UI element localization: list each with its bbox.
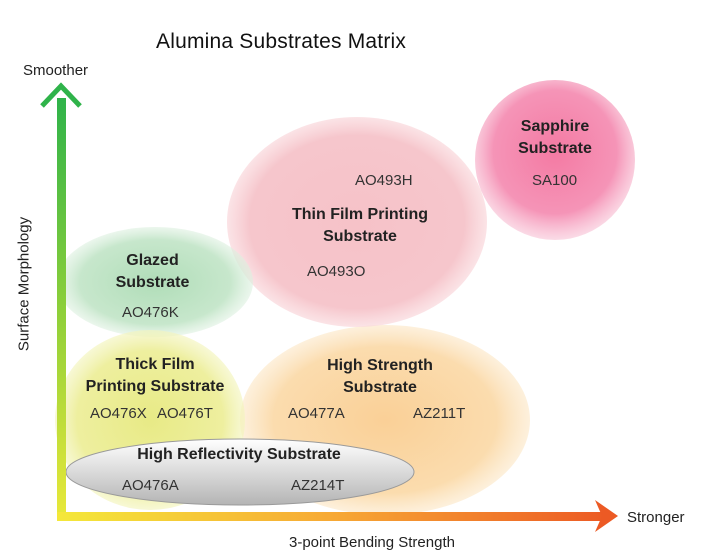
page-title: Alumina Substrates Matrix bbox=[156, 30, 407, 53]
thick-film-code-2: AO476T bbox=[157, 405, 213, 422]
sapphire-label: Sapphire Substrate bbox=[497, 116, 613, 160]
high-strength-code-1: AO477A bbox=[288, 405, 345, 422]
high-reflectivity-code-1: AO476A bbox=[122, 477, 179, 494]
sapphire-label-line1: Sapphire bbox=[520, 118, 590, 135]
x-axis-end-label: Stronger bbox=[627, 509, 685, 526]
high-strength-code-2: AZ211T bbox=[413, 405, 466, 422]
high-strength-label: High Strength Substrate bbox=[305, 355, 455, 399]
thin-film-code-2: AO493O bbox=[307, 263, 366, 280]
thick-film-label: Thick Film Printing Substrate bbox=[72, 354, 238, 398]
high-strength-label-line1: High Strength bbox=[327, 357, 433, 374]
glazed-code-1: AO476K bbox=[122, 304, 179, 321]
thick-film-label-line1: Thick Film bbox=[115, 356, 195, 373]
thin-film-label: Thin Film Printing Substrate bbox=[270, 204, 450, 248]
thick-film-code-1: AO476X bbox=[90, 405, 147, 422]
y-axis-top-label: Smoother bbox=[23, 62, 89, 79]
high-reflectivity-code-2: AZ214T bbox=[291, 477, 345, 494]
x-axis-title: 3-point Bending Strength bbox=[289, 534, 455, 551]
y-axis-arrow bbox=[40, 82, 82, 516]
sapphire-label-line2: Substrate bbox=[518, 140, 592, 157]
thin-film-label-line2: Substrate bbox=[323, 228, 397, 245]
glazed-label: Glazed Substrate bbox=[100, 250, 205, 294]
thick-film-label-line2: Printing Substrate bbox=[85, 378, 225, 395]
sapphire-region bbox=[475, 80, 635, 240]
glazed-region bbox=[57, 227, 253, 337]
glazed-label-line2: Substrate bbox=[115, 274, 190, 291]
glazed-label-line1: Glazed bbox=[126, 252, 179, 269]
high-strength-label-line2: Substrate bbox=[343, 379, 417, 396]
y-axis-title-text: Surface Morphology bbox=[15, 216, 33, 352]
high-reflectivity-label: High Reflectivity Substrate bbox=[137, 446, 341, 463]
sapphire-code-1: SA100 bbox=[532, 172, 578, 189]
thin-film-code-1: AO493H bbox=[355, 172, 413, 189]
x-axis-arrow bbox=[57, 500, 618, 532]
thin-film-region bbox=[227, 117, 487, 327]
thin-film-label-line1: Thin Film Printing bbox=[292, 206, 428, 223]
